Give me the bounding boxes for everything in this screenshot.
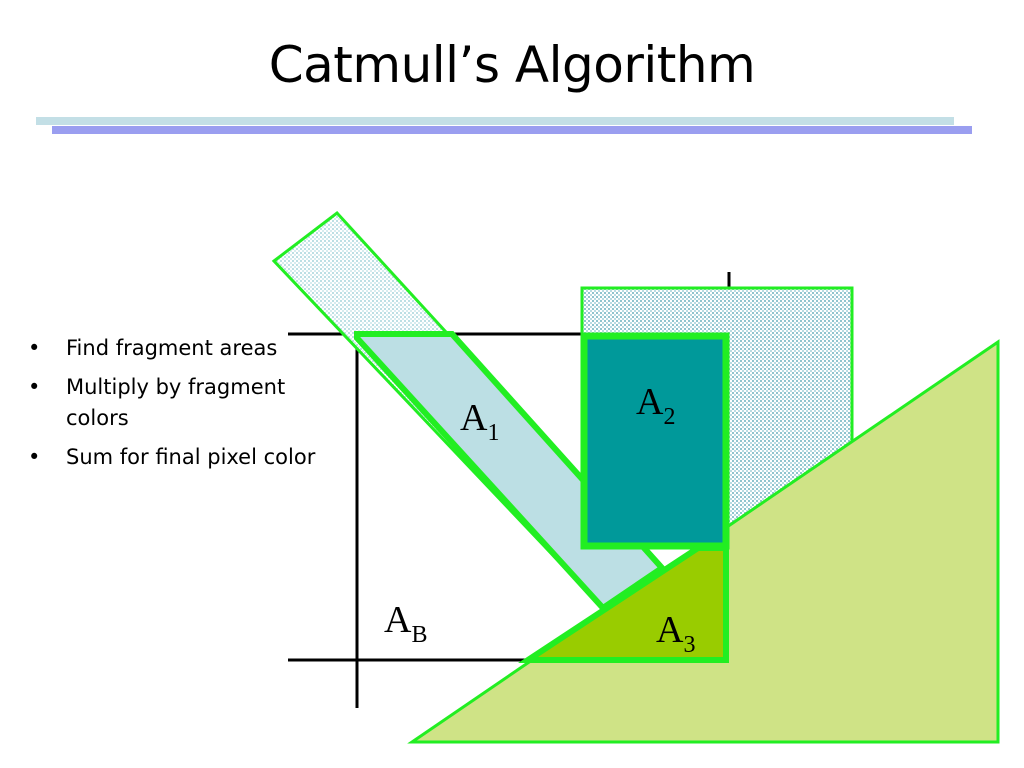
label-a3-base: A <box>656 609 684 651</box>
title-divider-blue <box>52 126 972 134</box>
label-a2: A2 <box>636 381 675 430</box>
slide-title: Catmull’s Algorithm <box>268 36 756 94</box>
title-divider-light <box>36 117 954 125</box>
bullet-item: • Find fragment areas <box>28 333 328 364</box>
label-a2-base: A <box>636 381 664 423</box>
label-a1-base: A <box>460 397 488 439</box>
label-a3-sub: 3 <box>683 632 695 658</box>
label-a1-sub: 1 <box>487 420 499 446</box>
label-ab-sub: B <box>411 622 427 648</box>
bullet-text: Multiply by fragment colors <box>66 375 286 430</box>
bullet-marker: • <box>28 445 41 469</box>
bullet-item: • Sum for final pixel color <box>28 442 328 473</box>
bullet-text: Sum for final pixel color <box>66 445 316 469</box>
label-ab: AB <box>384 599 427 648</box>
bullet-marker: • <box>28 336 41 360</box>
fragment-a3 <box>517 545 729 663</box>
label-a2-sub: 2 <box>663 404 675 430</box>
fragment-a2 <box>580 332 730 550</box>
label-a3: A3 <box>656 609 695 658</box>
bullet-marker: • <box>28 375 41 399</box>
label-ab-base: A <box>384 599 412 641</box>
label-a1: A1 <box>460 397 499 446</box>
bullet-item: • Multiply by fragment colors <box>28 372 328 434</box>
bullet-list: • Find fragment areas • Multiply by frag… <box>28 333 328 481</box>
bullet-text: Find fragment areas <box>66 336 278 360</box>
